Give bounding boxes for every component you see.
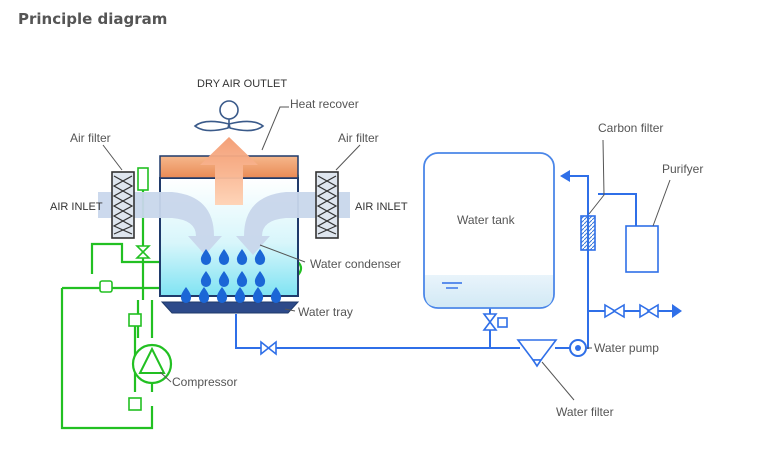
label-carbon-filter: Carbon filter [598,121,663,135]
tank-inlet-arrow-icon [560,170,570,182]
label-purifyer: Purifyer [662,162,703,176]
diagram-title: Principle diagram [18,10,168,28]
label-air-filter-left: Air filter [70,131,111,145]
droplet-icon [236,249,248,265]
check-valve-icon [260,340,277,356]
pressure-switch-bottom [128,397,142,411]
water-tray [160,301,300,314]
droplet-icon [234,287,246,303]
dry-air-up-arrow [200,137,258,205]
droplet-icon [180,287,192,303]
droplet-icon [198,287,210,303]
droplet-icon [218,271,230,287]
outlet-arrow-icon [672,304,682,318]
pressure-switch-top [128,313,142,327]
label-water-tray: Water tray [298,305,353,319]
label-air-filter-right: Air filter [338,131,379,145]
air-filter-right-icon [315,171,339,239]
filter-drier [137,167,149,191]
label-air-inlet-right: AIR INLET [355,201,408,213]
label-compressor: Compressor [172,375,237,389]
purifyer-unit [625,225,659,273]
water-pump-icon [569,339,587,357]
droplet-icon [200,271,212,287]
droplet-icon [218,249,230,265]
receiver [99,280,113,293]
carbon-filter-icon [580,215,596,251]
label-dry-air-outlet: DRY AIR OUTLET [197,78,287,90]
label-water-filter: Water filter [556,405,614,419]
droplet-icon [252,287,264,303]
water-filter-icon [516,339,558,368]
water-droplets [180,249,282,303]
label-water-pump: Water pump [594,341,659,355]
label-water-tank: Water tank [457,213,516,227]
air-filter-left-icon [111,171,135,239]
expansion-valve-icon [135,245,151,259]
fan-icon [193,100,265,132]
label-air-inlet-left: AIR INLET [50,201,103,213]
label-water-condenser: Water condenser [310,257,401,271]
droplet-icon [200,249,212,265]
droplet-icon [216,287,228,303]
tank-drain-valve-icon [482,313,508,331]
droplet-icon [254,271,266,287]
droplet-icon [254,249,266,265]
label-heat-recover: Heat recover [290,97,359,111]
droplet-icon [236,271,248,287]
outlet-valves-icon [604,303,659,319]
droplet-icon [270,287,282,303]
leader-lines [102,106,671,401]
water-tank [423,152,555,309]
